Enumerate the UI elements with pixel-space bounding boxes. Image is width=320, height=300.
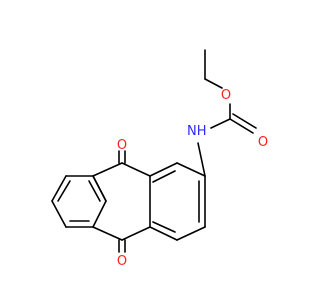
bond <box>176 162 206 177</box>
bond <box>210 118 231 129</box>
ketone-oxygen-top-label: O <box>117 138 127 153</box>
bond <box>229 118 254 134</box>
bond <box>152 221 176 233</box>
bond <box>204 78 223 89</box>
carbonyl-oxygen-label: O <box>258 135 268 150</box>
nh-label: NH <box>187 124 207 139</box>
bond <box>121 226 151 241</box>
bond <box>197 142 206 177</box>
molecule-diagram: NH O O O O <box>51 49 268 269</box>
bond <box>121 162 151 177</box>
bond <box>92 175 107 202</box>
bonds <box>51 49 257 253</box>
ester-oxygen-label: O <box>221 88 231 103</box>
bond <box>92 162 123 177</box>
bond <box>51 175 67 202</box>
bond <box>88 180 101 202</box>
bond <box>152 170 176 183</box>
bond <box>149 226 178 241</box>
bond <box>51 200 67 228</box>
bond <box>149 162 178 177</box>
bond <box>176 226 206 241</box>
ketone-oxygen-bottom-label: O <box>117 254 127 269</box>
bond <box>57 180 71 202</box>
bond <box>232 113 257 129</box>
bond <box>92 200 107 228</box>
bond <box>92 226 123 241</box>
atom-labels: NH O O O O <box>117 88 268 269</box>
